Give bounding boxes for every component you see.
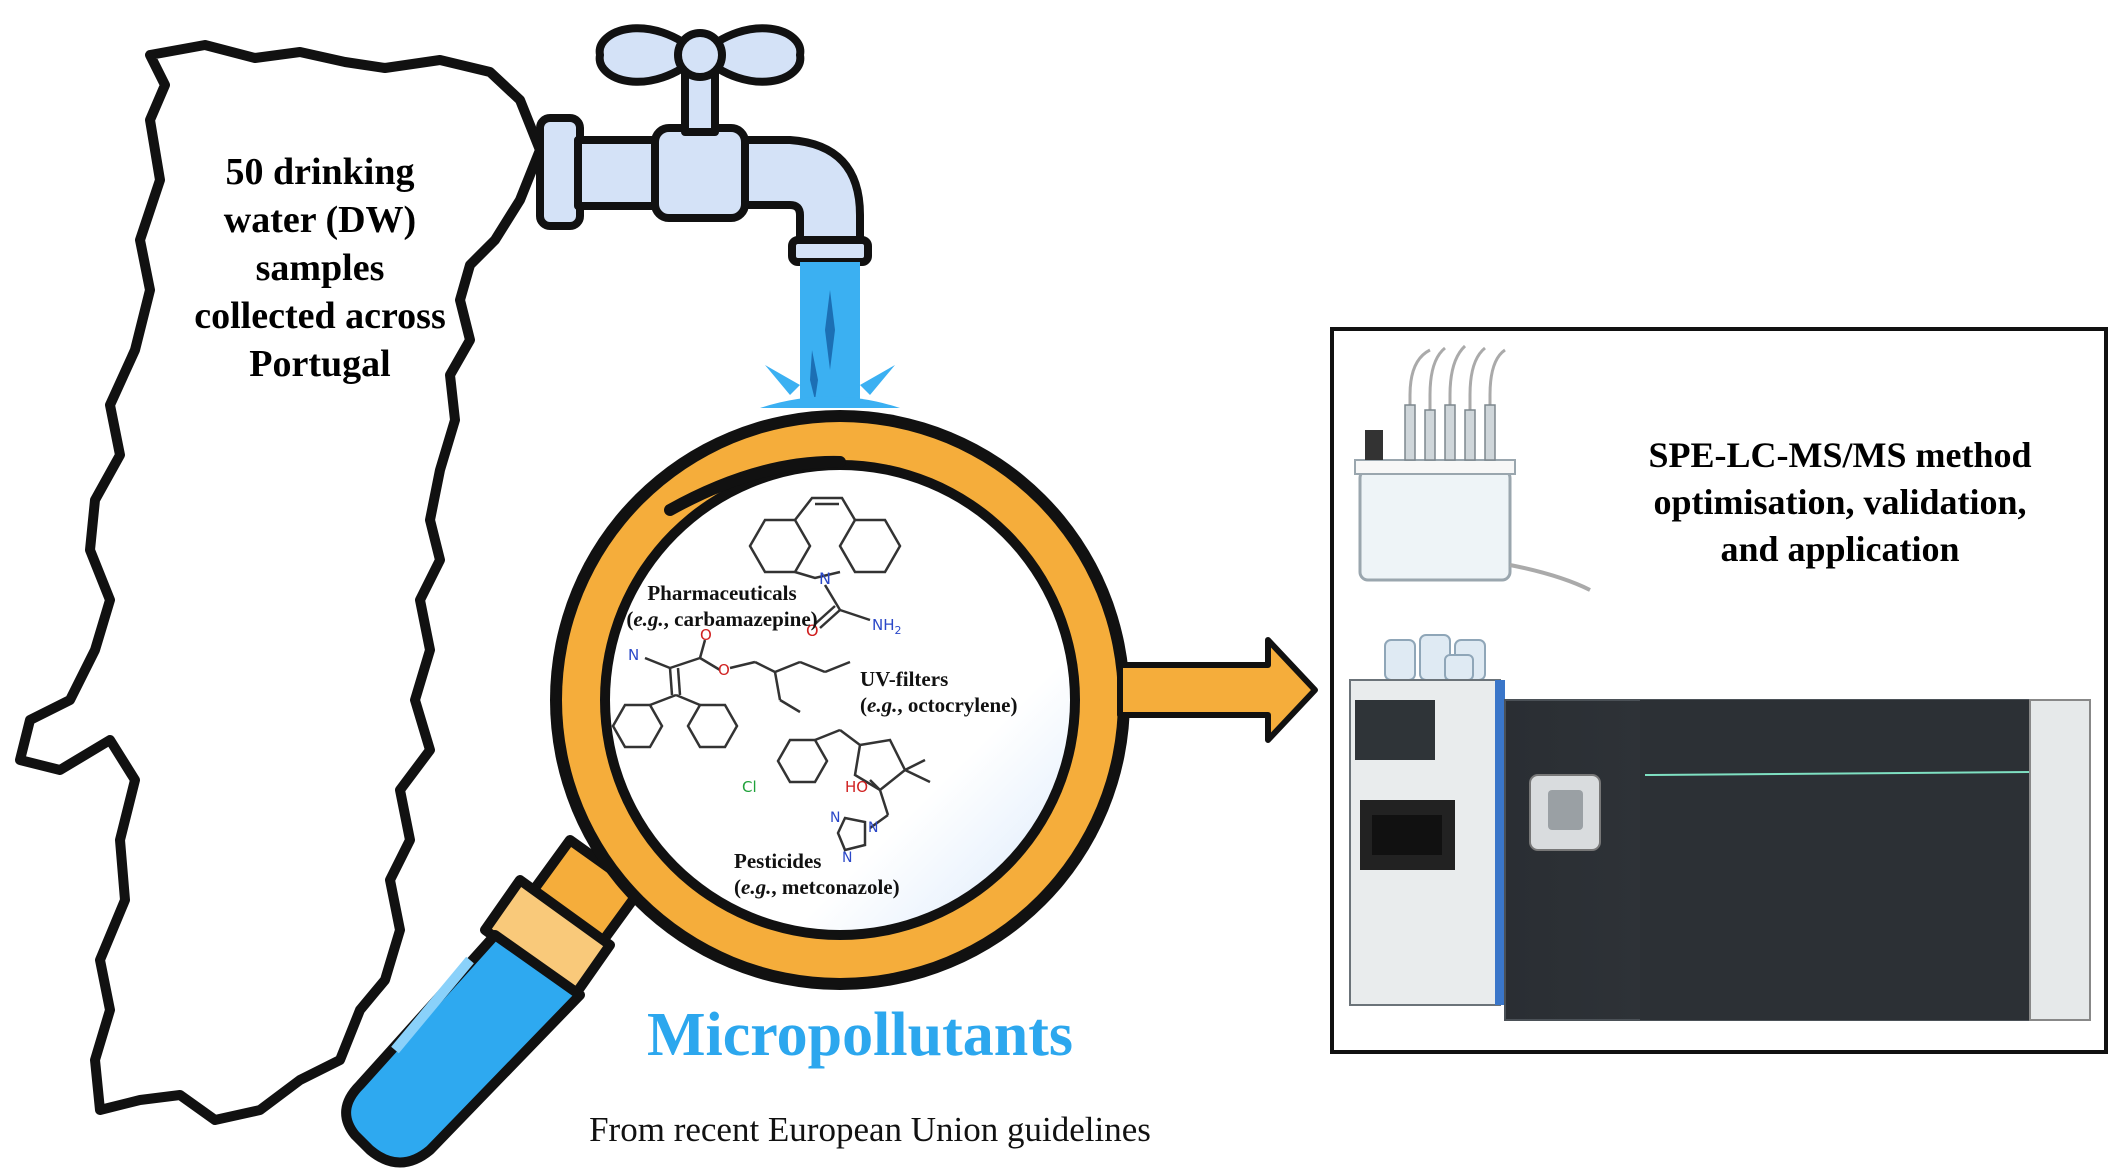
samples-line-3: samples [255, 247, 385, 289]
metconazole-atom-n1: N [868, 820, 878, 836]
uv-filters-label: UV-filters (e.g., octocrylene) [860, 666, 1080, 718]
method-line-3: and application [1720, 529, 1960, 569]
magnifier-lens [550, 410, 1130, 990]
water-stream [760, 262, 900, 408]
pesticides-example: (e.g., metconazole) [734, 875, 900, 899]
faucet-handle-cap [674, 29, 726, 81]
carbamazepine-atom-n: N [819, 569, 831, 588]
lens-glass [610, 470, 1070, 930]
samples-line-2: water (DW) [223, 199, 417, 241]
pharmaceuticals-example: (e.g., carbamazepine) [626, 607, 818, 631]
magnifier-handle [341, 835, 645, 1168]
eu-guidelines-subtitle: From recent European Union guidelines [589, 1110, 1151, 1149]
carbamazepine-atom-nh2: NH2 [872, 616, 902, 637]
octocrylene-structure [611, 639, 851, 749]
faucet-pipe [574, 136, 666, 210]
spe-manifold [1354, 344, 1591, 592]
metconazole-atom-ho: HO [845, 778, 868, 796]
micropollutants-title: Micropollutants [647, 1001, 1073, 1069]
arrow-right-icon [1117, 637, 1318, 743]
samples-line-5: Portugal [249, 343, 391, 385]
uv-filters-class: UV-filters [860, 667, 949, 691]
samples-description: 50 drinking water (DW) samples collected… [170, 148, 470, 388]
metconazole-atom-n2: N [830, 810, 840, 826]
samples-line-1: 50 drinking [225, 151, 415, 193]
method-line-1: SPE-LC-MS/MS method [1648, 435, 2032, 475]
magnifier-grip [341, 930, 585, 1168]
octocrylene-atom-n: N [628, 646, 639, 664]
faucet [536, 24, 872, 266]
pesticides-class: Pesticides [734, 849, 822, 873]
method-description: SPE-LC-MS/MS method optimisation, valida… [1590, 432, 2090, 573]
metconazole-atom-n3: N [842, 850, 852, 866]
faucet-spout-mouth [788, 236, 872, 266]
pharmaceuticals-class: Pharmaceuticals [647, 581, 797, 605]
method-box [1330, 327, 2108, 1054]
pharmaceuticals-label: Pharmaceuticals (e.g., carbamazepine) [612, 580, 832, 632]
faucet-valve-body [651, 124, 749, 222]
metconazole-structure [776, 728, 931, 852]
pesticides-label: Pesticides (e.g., metconazole) [734, 848, 954, 900]
faucet-spout [736, 136, 864, 249]
octocrylene-atom-o-ester: O [718, 661, 730, 679]
octocrylene-atom-o-carbonyl: O [700, 626, 712, 644]
metconazole-atom-cl: Cl [742, 778, 757, 796]
carbamazepine-structure [748, 496, 902, 629]
carbamazepine-atom-o: O [806, 621, 819, 640]
uv-filters-example: (e.g., octocrylene) [860, 693, 1018, 717]
lc-ms-ms-instrument [1349, 634, 2091, 1021]
portugal-map-outline [15, 40, 545, 1125]
method-line-2: optimisation, validation, [1653, 482, 2027, 522]
samples-line-4: collected across [194, 295, 446, 337]
